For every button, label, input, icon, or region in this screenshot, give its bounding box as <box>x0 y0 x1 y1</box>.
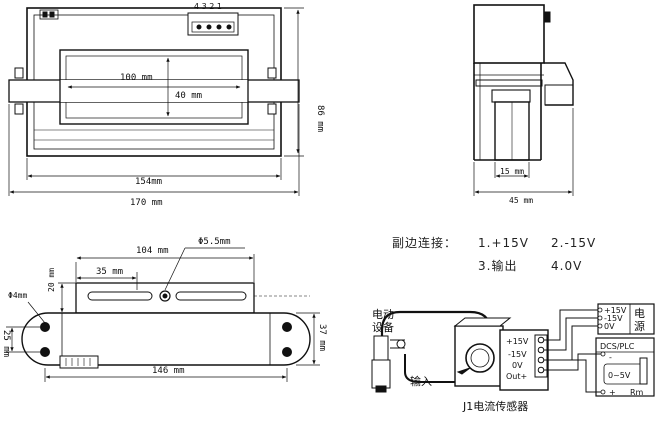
dim-45mm: 45 mm <box>509 196 533 205</box>
screw-left-top <box>14 67 24 79</box>
mount-hole-tl <box>40 322 50 332</box>
psu-m15v: -15V <box>604 314 623 323</box>
side-dimensions <box>473 108 574 196</box>
pin-3 <box>206 24 212 30</box>
dim-170mm: 170 mm <box>130 198 163 208</box>
dim-100mm: 100 mm <box>120 73 153 83</box>
pinout-pin1: 1.+15V <box>478 236 529 250</box>
dim-20mm: 20 mm <box>47 268 56 292</box>
mount-hole-tr <box>282 322 292 332</box>
dim-35mm: 35 mm <box>96 267 123 277</box>
slot-right <box>175 291 247 301</box>
dim-15mm: 15 mm <box>500 167 524 176</box>
dim-146mm: 146 mm <box>152 366 185 376</box>
side-window-top <box>491 89 531 103</box>
psu-0v: 0V <box>604 322 615 331</box>
screw-right-top <box>267 67 277 79</box>
front-connector <box>187 12 239 36</box>
dcs-rm: Rm <box>630 388 644 397</box>
dim-104mm: 104 mm <box>136 246 169 256</box>
resistor-rm <box>639 357 648 385</box>
bottom-base <box>21 312 311 366</box>
dcs-range: 0~5V <box>608 371 631 380</box>
bottom-connector <box>59 355 99 369</box>
mount-hole-bl <box>40 347 50 357</box>
pinout-pin2: 2.-15V <box>551 236 596 250</box>
sensor-caption: J1电流传感器 <box>462 399 528 413</box>
pinout-title: 副边连接： <box>392 235 457 250</box>
dim-phi5-5mm: Φ5.5mm <box>198 237 231 247</box>
pinout-pin4: 4.0V <box>551 259 582 273</box>
psu-label-2: 源 <box>634 319 645 333</box>
front-label-box <box>39 9 59 20</box>
wiring-diagram <box>371 303 655 397</box>
side-view <box>473 4 574 161</box>
equipment-label-2: 设备 <box>372 320 394 334</box>
psu-label-1: 电 <box>634 307 645 320</box>
dim-37mm: 37 mm <box>317 324 327 351</box>
slot-left <box>87 291 153 301</box>
input-label: 输入 <box>410 374 432 388</box>
dim-25mm: 25 mm <box>1 330 11 357</box>
screw-right-bottom <box>267 103 277 115</box>
pin-2 <box>216 24 222 30</box>
pin-4 <box>196 24 202 30</box>
term-m15v: -15V <box>508 350 527 359</box>
dcs-minus: - <box>609 353 612 362</box>
screw-left-bottom <box>14 103 24 115</box>
sensor-terminal-block <box>534 334 548 378</box>
term-0v: 0V <box>512 361 523 370</box>
dcs-plus: + <box>609 388 616 397</box>
dcs-plc-label: DCS/PLC <box>600 342 635 351</box>
term-p15v: +15V <box>506 337 529 346</box>
dcs-plc <box>595 337 655 397</box>
mount-hole-br <box>282 347 292 357</box>
dim-154mm: 154mm <box>135 177 162 187</box>
front-connector-slot <box>191 21 235 33</box>
dim-86mm: 86 mm <box>315 105 325 132</box>
pinout-pin3: 3.输出 <box>478 258 517 273</box>
side-top-block <box>473 4 545 64</box>
dim-phi4mm: Φ4mm <box>8 291 27 300</box>
equipment-label-1: 电动 <box>372 308 394 321</box>
bottom-dimensions <box>6 247 320 382</box>
pin-numbers: 4 3 2 1 <box>194 2 222 11</box>
term-out: Out+ <box>506 372 527 381</box>
sensor-aperture <box>465 343 495 373</box>
psu-p15v: +15V <box>604 306 627 315</box>
front-dimensions <box>8 7 304 196</box>
bottom-view <box>21 282 311 369</box>
front-view <box>8 7 300 157</box>
dim-40mm: 40 mm <box>175 91 202 101</box>
pin-1 <box>226 24 232 30</box>
